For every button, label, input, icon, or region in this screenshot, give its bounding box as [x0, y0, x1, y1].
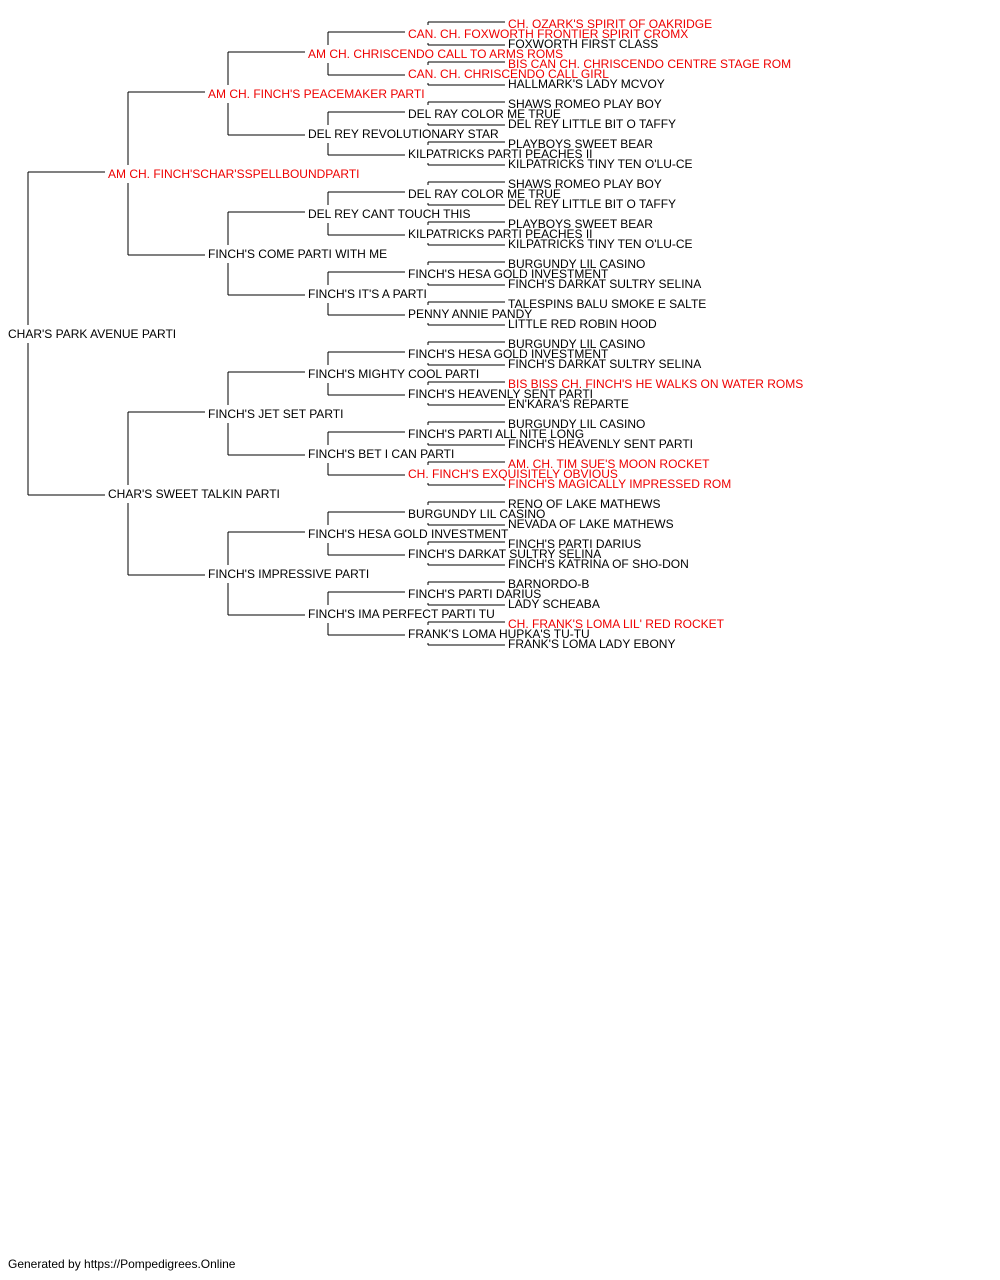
dog-name-gen4: KILPATRICKS PARTI PEACHES II: [408, 147, 593, 161]
dog-name-gen3: DEL REY REVOLUTIONARY STAR: [308, 127, 499, 141]
dog-name-gen4: DEL RAY COLOR ME TRUE: [408, 187, 561, 201]
dog-name-gen4: FRANK'S LOMA HUPKA'S TU-TU: [408, 627, 590, 641]
dog-name-gen3: FINCH'S IT'S A PARTI: [308, 287, 427, 301]
dog-name-gen5: BARNORDO-B: [508, 577, 589, 591]
generator-footer: Generated by https://Pompedigrees.Online: [8, 1257, 236, 1271]
dog-name-gen3: FINCH'S BET I CAN PARTI: [308, 447, 454, 461]
dog-name-gen5: NEVADA OF LAKE MATHEWS: [508, 517, 674, 531]
dog-name-gen3: AM CH. CHRISCENDO CALL TO ARMS ROMS: [308, 47, 563, 61]
dog-name-gen4: FINCH'S HESA GOLD INVESTMENT: [408, 347, 609, 361]
dog-name-gen2: FINCH'S COME PARTI WITH ME: [208, 247, 387, 261]
pedigree-chart: CHAR'S PARK AVENUE PARTI AM CH. FINCH'SCH…: [8, 17, 803, 651]
dog-name-gen0: CHAR'S PARK AVENUE PARTI: [8, 327, 176, 341]
dog-name-gen5: FINCH'S KATRINA OF SHO-DON: [508, 557, 689, 571]
dog-name-gen1: CHAR'S SWEET TALKIN PARTI: [108, 487, 280, 501]
dog-name-gen4: BURGUNDY LIL CASINO: [408, 507, 545, 521]
connector-lines: [27, 21, 505, 646]
dog-name-gen4: FINCH'S PARTI DARIUS: [408, 587, 541, 601]
dog-name-gen5: FINCH'S PARTI DARIUS: [508, 537, 641, 551]
dog-name-gen4: PENNY ANNIE PANDY: [408, 307, 532, 321]
dog-name-gen5: FINCH'S DARKAT SULTRY SELINA: [508, 357, 701, 371]
dog-name-gen5: LADY SCHEABA: [508, 597, 600, 611]
dog-name-gen4: DEL RAY COLOR ME TRUE: [408, 107, 561, 121]
dog-name-gen5: EN'KARA'S REPARTE: [508, 397, 629, 411]
dog-name-gen4: CAN. CH. CHRISCENDO CALL GIRL: [408, 67, 609, 81]
dog-name-gen5: RENO OF LAKE MATHEWS: [508, 497, 660, 511]
dog-names: CHAR'S PARK AVENUE PARTI AM CH. FINCH'SCH…: [8, 17, 803, 651]
dog-name-gen3: FINCH'S HESA GOLD INVESTMENT: [308, 527, 509, 541]
dog-name-gen5: BURGUNDY LIL CASINO: [508, 417, 645, 431]
dog-name-gen5: AM. CH. TIM SUE'S MOON ROCKET: [508, 457, 710, 471]
dog-name-gen5: PLAYBOYS SWEET BEAR: [508, 137, 653, 151]
dog-name-gen3: DEL REY CANT TOUCH THIS: [308, 207, 471, 221]
dog-name-gen4: CAN. CH. FOXWORTH FRONTIER SPIRIT CROMX: [408, 27, 688, 41]
dog-name-gen5: BIS CAN CH. CHRISCENDO CENTRE STAGE ROM: [508, 57, 791, 71]
dog-name-gen4: FINCH'S PARTI ALL NITE LONG: [408, 427, 584, 441]
dog-name-gen4: FINCH'S HEAVENLY SENT PARTI: [408, 387, 593, 401]
dog-name-gen5: PLAYBOYS SWEET BEAR: [508, 217, 653, 231]
dog-name-gen5: FRANK'S LOMA LADY EBONY: [508, 637, 675, 651]
dog-name-gen2: FINCH'S JET SET PARTI: [208, 407, 343, 421]
dog-name-gen5: TALESPINS BALU SMOKE E SALTE: [508, 297, 706, 311]
dog-name-gen3: FINCH'S IMA PERFECT PARTI TU: [308, 607, 495, 621]
dog-name-gen4: FINCH'S DARKAT SULTRY SELINA: [408, 547, 601, 561]
dog-name-gen5: BURGUNDY LIL CASINO: [508, 337, 645, 351]
dog-name-gen5: SHAWS ROMEO PLAY BOY: [508, 97, 662, 111]
dog-name-gen5: CH. OZARK'S SPIRIT OF OAKRIDGE: [508, 17, 712, 31]
dog-name-gen5: DEL REY LITTLE BIT O TAFFY: [508, 197, 676, 211]
dog-name-gen5: FOXWORTH FIRST CLASS: [508, 37, 658, 51]
dog-name-gen5: BIS BISS CH. FINCH'S HE WALKS ON WATER R…: [508, 377, 803, 391]
dog-name-gen5: LITTLE RED ROBIN HOOD: [508, 317, 657, 331]
dog-name-gen5: FINCH'S HEAVENLY SENT PARTI: [508, 437, 693, 451]
dog-name-gen5: DEL REY LITTLE BIT O TAFFY: [508, 117, 676, 131]
dog-name-gen5: KILPATRICKS TINY TEN O'LU-CE: [508, 157, 693, 171]
dog-name-gen2: AM CH. FINCH'S PEACEMAKER PARTI: [208, 87, 425, 101]
dog-name-gen5: HALLMARK'S LADY MCVOY: [508, 77, 665, 91]
dog-name-gen4: CH. FINCH'S EXQUISITELY OBVIOUS: [408, 467, 618, 481]
dog-name-gen4: KILPATRICKS PARTI PEACHES II: [408, 227, 593, 241]
dog-name-gen3: FINCH'S MIGHTY COOL PARTI: [308, 367, 479, 381]
dog-name-gen5: FINCH'S DARKAT SULTRY SELINA: [508, 277, 701, 291]
dog-name-gen5: KILPATRICKS TINY TEN O'LU-CE: [508, 237, 693, 251]
dog-name-gen2: FINCH'S IMPRESSIVE PARTI: [208, 567, 369, 581]
dog-name-gen5: CH. FRANK'S LOMA LIL' RED ROCKET: [508, 617, 725, 631]
dog-name-gen5: SHAWS ROMEO PLAY BOY: [508, 177, 662, 191]
dog-name-gen1: AM CH. FINCH'SCHAR'SSPELLBOUNDPARTI: [108, 167, 360, 181]
dog-name-gen5: BURGUNDY LIL CASINO: [508, 257, 645, 271]
dog-name-gen5: FINCH'S MAGICALLY IMPRESSED ROM: [508, 477, 731, 491]
dog-name-gen4: FINCH'S HESA GOLD INVESTMENT: [408, 267, 609, 281]
